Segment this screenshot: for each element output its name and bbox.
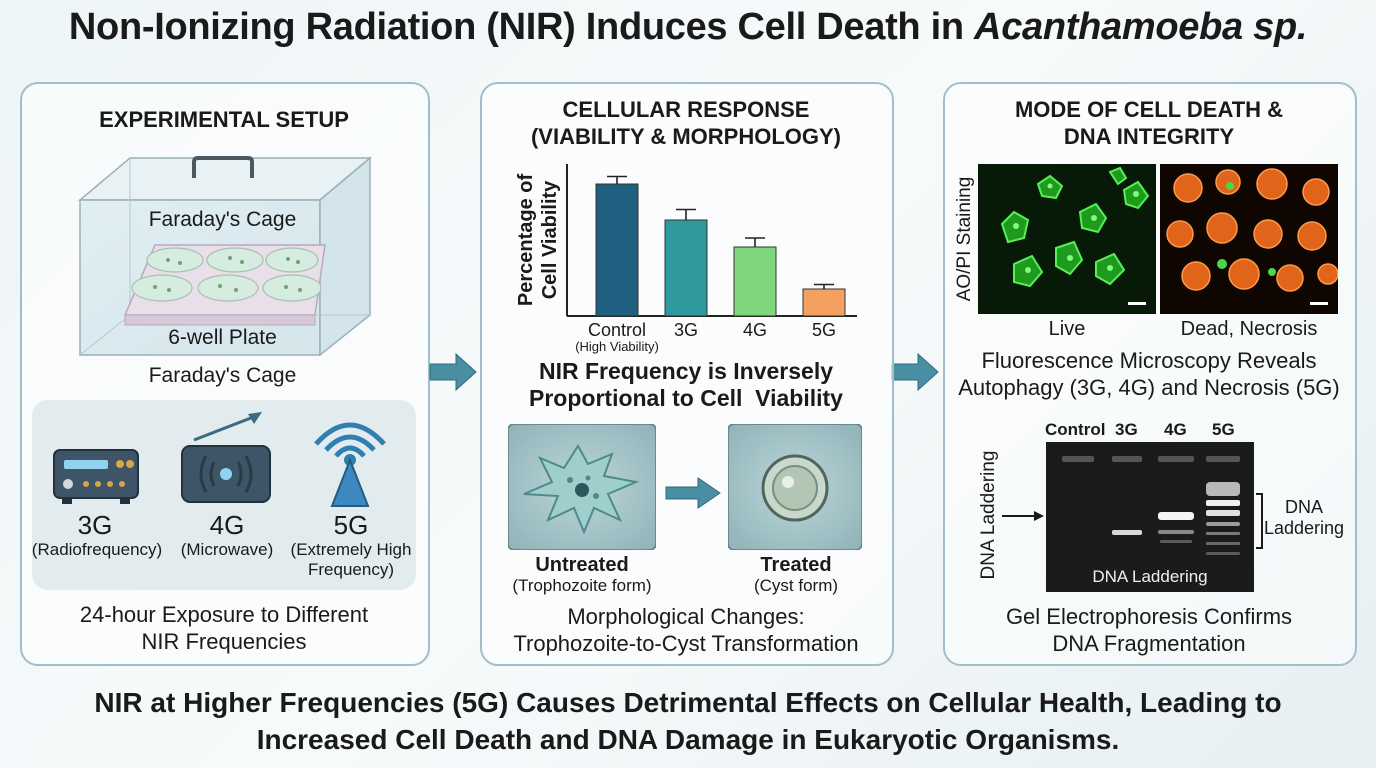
tick-label-5g: 5G: [812, 320, 836, 340]
plate-wells: [131, 247, 322, 302]
radio-transmitter-icon: [53, 449, 139, 504]
cage-handle-icon: [192, 156, 254, 178]
device-5g-desc-line1: (Extremely High: [290, 540, 412, 559]
gel-lane-4g: 4G: [1164, 420, 1187, 439]
page-title: Non-Ionizing Radiation (NIR) Induces Cel…: [0, 6, 1376, 49]
bar-5g: [802, 288, 846, 317]
title-text: Non-Ionizing Radiation (NIR) Induces Cel…: [68, 6, 964, 48]
gel-side-label: DNA Laddering: [978, 451, 999, 580]
faraday-cage-illustration: [77, 156, 373, 357]
conclusion-line1: NIR at Higher Frequencies (5G) Causes De…: [94, 687, 1282, 718]
morphology-caption-line2: Trophozoite-to-Cyst Transformation: [513, 631, 859, 656]
cellular-response-panel: [480, 82, 894, 666]
trophozoite-micrograph: [508, 424, 656, 550]
cage-label-top: Faraday's Cage: [148, 208, 297, 231]
gel-side-label-svg: DNA Laddering: [978, 451, 999, 580]
device-3g-name: 3G: [77, 510, 113, 540]
y-axis-label-line1: Percentage of: [515, 174, 537, 307]
error-bar-5g: [814, 283, 834, 289]
viability-caption-line1: NIR Frequency is Inversely: [538, 358, 833, 384]
device-4g-name: 4G: [209, 510, 245, 540]
flow-arrow-icon: [429, 352, 477, 392]
bar-3g: [664, 219, 708, 317]
viability-caption-line2: Proportional to Cell Viability: [529, 385, 843, 411]
experimental-setup-heading: EXPERIMENTAL SETUP: [99, 107, 349, 132]
tick-label-4g: 4G: [743, 320, 767, 340]
bracket-label-line2: Laddering: [1263, 518, 1345, 538]
bracket-label-line1: DNA: [1284, 497, 1323, 517]
treated-sub: (Cyst form): [753, 576, 839, 595]
gel-lane-control: Control: [1045, 420, 1106, 439]
tick-label-3g: 3G: [674, 320, 698, 340]
error-bar-4g: [745, 237, 765, 247]
cell-death-heading-line1: MODE OF CELL DEATH &: [1014, 97, 1284, 122]
treated-label: Treated: [760, 554, 832, 576]
cyst-micrograph: [728, 424, 862, 550]
plate-label: 6-well Plate: [168, 326, 277, 349]
cell-death-heading-line2: DNA INTEGRITY: [1063, 124, 1235, 149]
gel-pointer-arrow-icon: [1002, 511, 1044, 521]
gel-lane-3g: 3G: [1115, 420, 1138, 439]
conclusion-line2: Increased Cell Death and DNA Damage in E…: [256, 724, 1120, 755]
laddering-bracket-icon: [1256, 493, 1263, 549]
error-bar-control: [607, 175, 627, 184]
device-5g-name: 5G: [333, 510, 369, 540]
setup-caption-line2: NIR Frequencies: [141, 629, 307, 654]
conclusion-text: NIR at Higher Frequencies (5G) Causes De…: [0, 684, 1376, 758]
gel-caption-line1: Gel Electrophoresis Confirms: [1005, 604, 1293, 629]
untreated-sub: (Trophozoite form): [512, 576, 652, 595]
stain-label-svg: AO/PI Staining: [954, 177, 975, 302]
tick-label-control: Control: [588, 320, 646, 340]
setup-caption-line1: 24-hour Exposure to Different: [79, 602, 369, 627]
cage-label-bottom: Faraday's Cage: [148, 364, 297, 387]
device-5g-desc-line2: Frequency): [308, 560, 394, 579]
microwave-oven-icon: [181, 412, 271, 503]
fluorescence-caption-line1: Fluorescence Microscopy Reveals: [981, 348, 1317, 373]
cellular-response-heading-line1: CELLULAR RESPONSE: [562, 97, 810, 122]
dead-label: Dead, Necrosis: [1180, 318, 1318, 340]
gel-lane-labels: Control 3G 4G 5G: [1040, 420, 1240, 444]
viability-bar-chart: Percentage of Cell Viability Control(Hig…: [515, 164, 857, 354]
dead-cells-micrograph: [1160, 164, 1338, 314]
stain-label: AO/PI Staining: [954, 177, 975, 302]
live-cells-micrograph: [978, 164, 1156, 314]
error-bar-3g: [676, 208, 696, 220]
transformation-arrow-icon: [665, 477, 721, 509]
device-4g-desc: (Microwave): [180, 540, 274, 559]
title-species: Acanthamoeba sp.: [974, 6, 1308, 48]
tick-sublabel-control: (High Viability): [575, 339, 659, 354]
gel-caption-line2: DNA Fragmentation: [1052, 631, 1246, 656]
antenna-tower-icon: [314, 422, 386, 507]
live-label: Live: [1048, 318, 1086, 340]
bar-4g: [733, 246, 777, 317]
flow-arrow-icon: [891, 352, 939, 392]
cellular-response-heading-line2: (VIABILITY & MORPHOLOGY): [530, 124, 842, 149]
gel-inner-label: DNA Laddering: [1092, 567, 1208, 586]
gel-electrophoresis-image: [1046, 442, 1254, 592]
device-3g-desc: (Radiofrequency): [31, 540, 163, 559]
fluorescence-caption-line2: Autophagy (3G, 4G) and Necrosis (5G): [958, 375, 1340, 400]
morphology-caption-line1: Morphological Changes:: [567, 604, 805, 629]
y-axis-label-line2: Cell Viability: [539, 180, 561, 299]
gel-lane-5g: 5G: [1212, 420, 1235, 439]
bar-control: [595, 183, 639, 317]
untreated-label: Untreated: [535, 554, 629, 576]
